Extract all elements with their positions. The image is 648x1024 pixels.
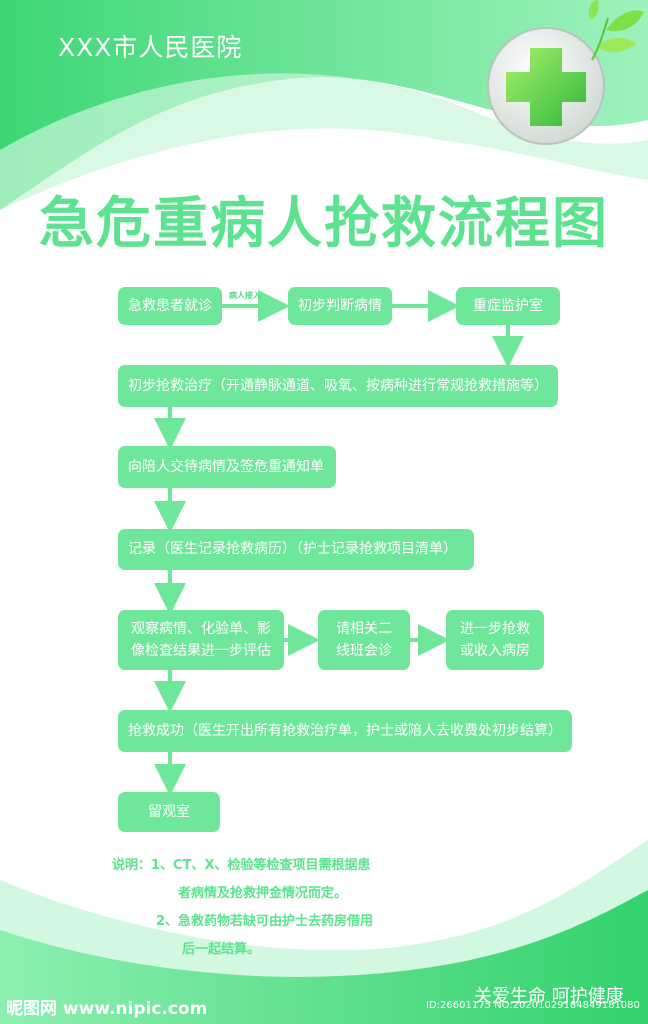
flow-step-label: 向陪人交待病情及签危重通知单 — [128, 458, 324, 475]
note-line: 2、急救药物若缺可由护士去药房借用 — [156, 914, 374, 929]
flow-step-label: 初步抢救治疗（开通静脉通道、吸氧、按病种进行常规抢救措施等） — [128, 377, 548, 394]
notes: 说明：1、CT、X、检验等检查项目需根据患 者病情及抢救押金情况而定。 2、急救… — [112, 852, 373, 964]
hospital-name: XXX市人民医院 — [58, 33, 243, 62]
medical-cross-icon — [487, 0, 644, 145]
page-title: 急危重病人抢救流程图 — [38, 191, 609, 255]
flow-step-observation-room: 留观室 — [118, 792, 220, 832]
edge-label-patient-in: 病人接入 — [229, 291, 261, 300]
flow-step-observe-evaluate: 观察病情、化验单、影像检查结果进一步评估 — [118, 610, 284, 670]
flow-step-label-line1: 进一步抢救 — [460, 620, 530, 637]
watermark: 昵图网 www.nipic.com — [6, 999, 208, 1019]
flow-step-label: 初步判断病情 — [298, 297, 382, 314]
flow-step-label: 观察病情、化验单、影像检查结果进一步评估 — [131, 618, 271, 663]
note-line: 后一起结算。 — [182, 942, 261, 957]
note-line: 说明：1、CT、X、检验等检查项目需根据患 — [112, 858, 371, 873]
flow-step-patient-arrival: 急救患者就诊 — [118, 287, 222, 325]
flow-step-initial-assessment: 初步判断病情 — [288, 287, 392, 325]
flow-step-label-line1: 观察病情、化验单、影 — [131, 620, 271, 637]
slogan: 关爱生命 呵护健康 — [474, 986, 624, 1007]
image-id: ID:26601175 NO:20201029184849181080 — [426, 1000, 640, 1011]
flow-step-further-rescue: 进一步抢救或收入病房 — [446, 610, 544, 670]
flow-step-label-line2: 或收入病房 — [460, 643, 530, 659]
flow-step-records: 记录（医生记录抢救病历）（护士记录抢救项目清单） — [118, 529, 474, 570]
flow-step-label: 留观室 — [148, 803, 190, 820]
flow-step-label: 抢救成功（医生开出所有抢救治疗单，护士或陪人去收费处初步结算） — [128, 722, 562, 739]
header-background — [0, 0, 648, 211]
flow-step-rescue-success: 抢救成功（医生开出所有抢救治疗单，护士或陪人去收费处初步结算） — [118, 710, 572, 752]
flow-step-initial-treatment: 初步抢救治疗（开通静脉通道、吸氧、按病种进行常规抢救措施等） — [118, 365, 558, 407]
flow-step-label-line1: 请相关二 — [336, 620, 392, 637]
flow-step-consultation: 请相关二线班会诊 — [318, 610, 410, 670]
flow-step-notify-family: 向陪人交待病情及签危重通知单 — [118, 446, 336, 488]
leaf-icon — [588, 0, 644, 61]
flow-step-label-line2: 像检查结果进一步评估 — [131, 643, 271, 659]
flow-step-label: 急救患者就诊 — [128, 297, 212, 314]
flow-step-label: 重症监护室 — [473, 297, 543, 314]
flow-step-icu: 重症监护室 — [456, 287, 560, 325]
flow-step-label-line2: 线班会诊 — [336, 643, 392, 659]
flow-step-label: 进一步抢救或收入病房 — [460, 618, 530, 663]
flow-step-label: 记录（医生记录抢救病历）（护士记录抢救项目清单） — [128, 541, 457, 558]
flow-step-label: 请相关二线班会诊 — [336, 618, 392, 663]
footer-background — [0, 840, 648, 1024]
note-line: 者病情及抢救押金情况而定。 — [178, 886, 348, 901]
